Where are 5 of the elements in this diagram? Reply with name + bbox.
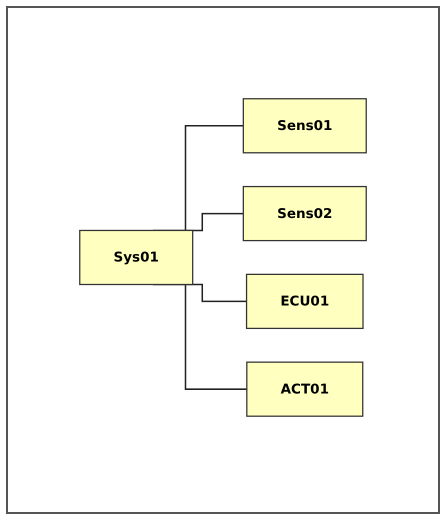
node-box: Sys01 (79, 230, 194, 286)
node-box: ACT01 (246, 362, 364, 417)
node-box: Sens02 (242, 186, 367, 242)
node-box: ECU01 (246, 274, 364, 330)
node-box: Sens01 (242, 98, 367, 154)
